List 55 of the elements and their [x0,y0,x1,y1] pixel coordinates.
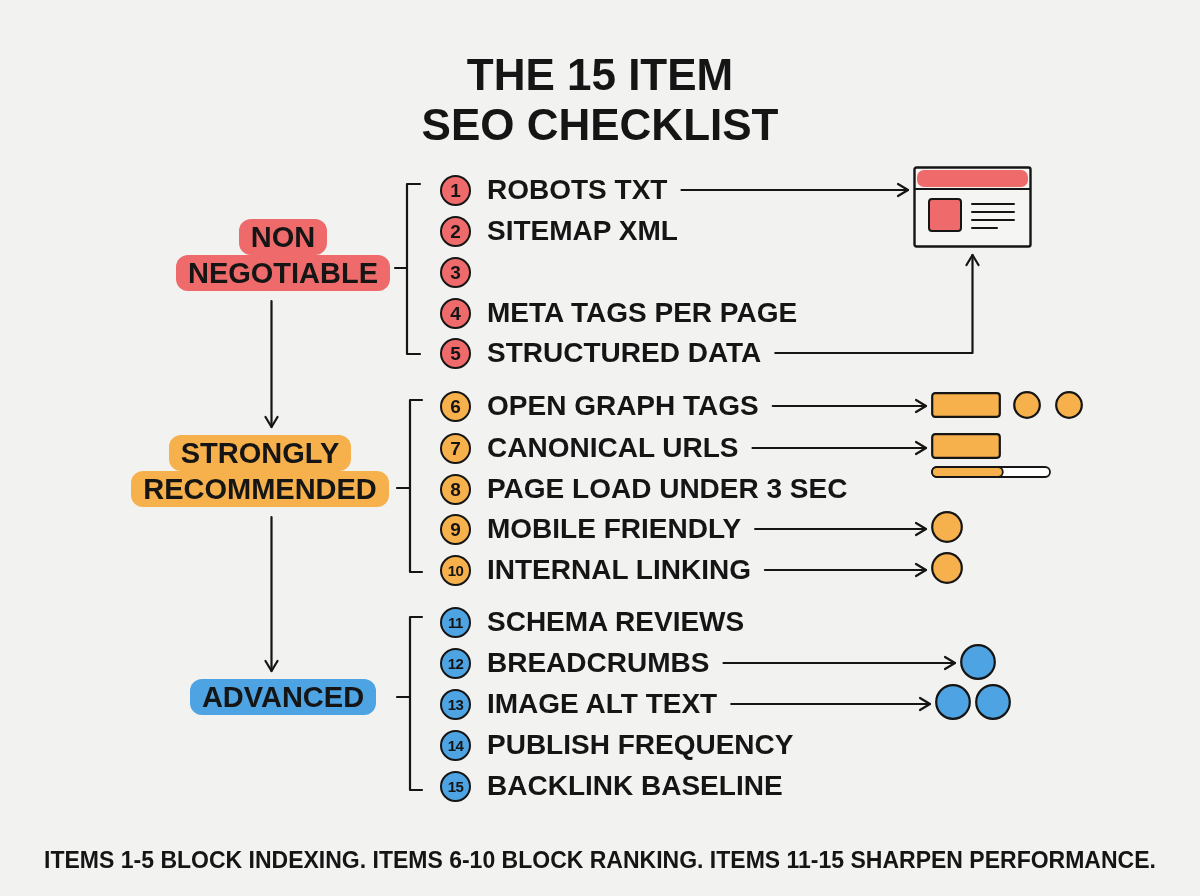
arrow [722,655,957,671]
arrow [754,521,928,537]
checklist-item: INTERNAL LINKING [487,554,751,586]
step-number: 7 [440,432,471,464]
checklist-item: BACKLINK BASELINE [487,770,783,802]
arrow [264,299,279,429]
arrow [680,182,910,198]
category-label: ADVANCED [187,679,379,715]
arrow [771,398,928,414]
checklist-item: PAGE LOAD UNDER 3 SEC [487,473,848,505]
checklist-item: BREADCRUMBS [487,647,710,679]
diagram-title: THE 15 ITEM SEO CHECKLIST [420,50,780,150]
checklist-item: IMAGE ALT TEXT [487,688,718,720]
category-label: STRONGLY RECOMMENDED [129,435,391,507]
step-number: 8 [440,473,471,505]
step-number: 14 [440,729,471,761]
browser-window-icon [913,166,1032,248]
step-number: 6 [440,390,471,422]
checklist-item: STRUCTURED DATA [487,337,762,369]
dot-icon [960,644,996,680]
caption: ITEMS 1-5 BLOCK INDEXING. ITEMS 6-10 BLOCK RANKING. ITEMS 11-15 SHARPEN PERFORMANCE. [43,846,1157,875]
bar-icon [931,433,1001,459]
checklist-item: SCHEMA REVIEWS [487,606,745,638]
bar-icon [931,392,1001,418]
dot-icon [1013,391,1041,419]
category-label: NON NEGOTIABLE [173,219,393,291]
checklist-item: OPEN GRAPH TAGS [487,390,759,422]
dot-icon [935,684,971,720]
dot-icon [1055,391,1083,419]
step-number: 12 [440,647,471,679]
checklist-item: CANONICAL URLS [487,432,739,464]
arrow [774,253,980,355]
step-number: 15 [440,770,471,802]
arrow [763,562,928,578]
checklist-item: PUBLISH FREQUENCY [487,729,794,761]
step-number: 1 [440,174,471,206]
arrow [751,440,928,456]
step-number: 10 [440,554,471,586]
step-number: 2 [440,215,471,247]
step-number: 3 [440,256,471,288]
checklist-item: MOBILE FRIENDLY [487,513,742,545]
step-number: 13 [440,688,471,720]
checklist-item: SITEMAP XML [487,215,678,247]
checklist-item: META TAGS PER PAGE [487,297,798,329]
arrow [730,696,932,712]
progress-bar-icon [931,466,1051,478]
step-number: 11 [440,606,471,638]
step-number: 9 [440,513,471,545]
step-number: 4 [440,297,471,329]
checklist-item: ROBOTS TXT [487,174,668,206]
dot-icon [931,511,963,543]
dot-icon [931,552,963,584]
step-number: 5 [440,337,471,369]
dot-icon [975,684,1011,720]
arrow [264,515,279,673]
